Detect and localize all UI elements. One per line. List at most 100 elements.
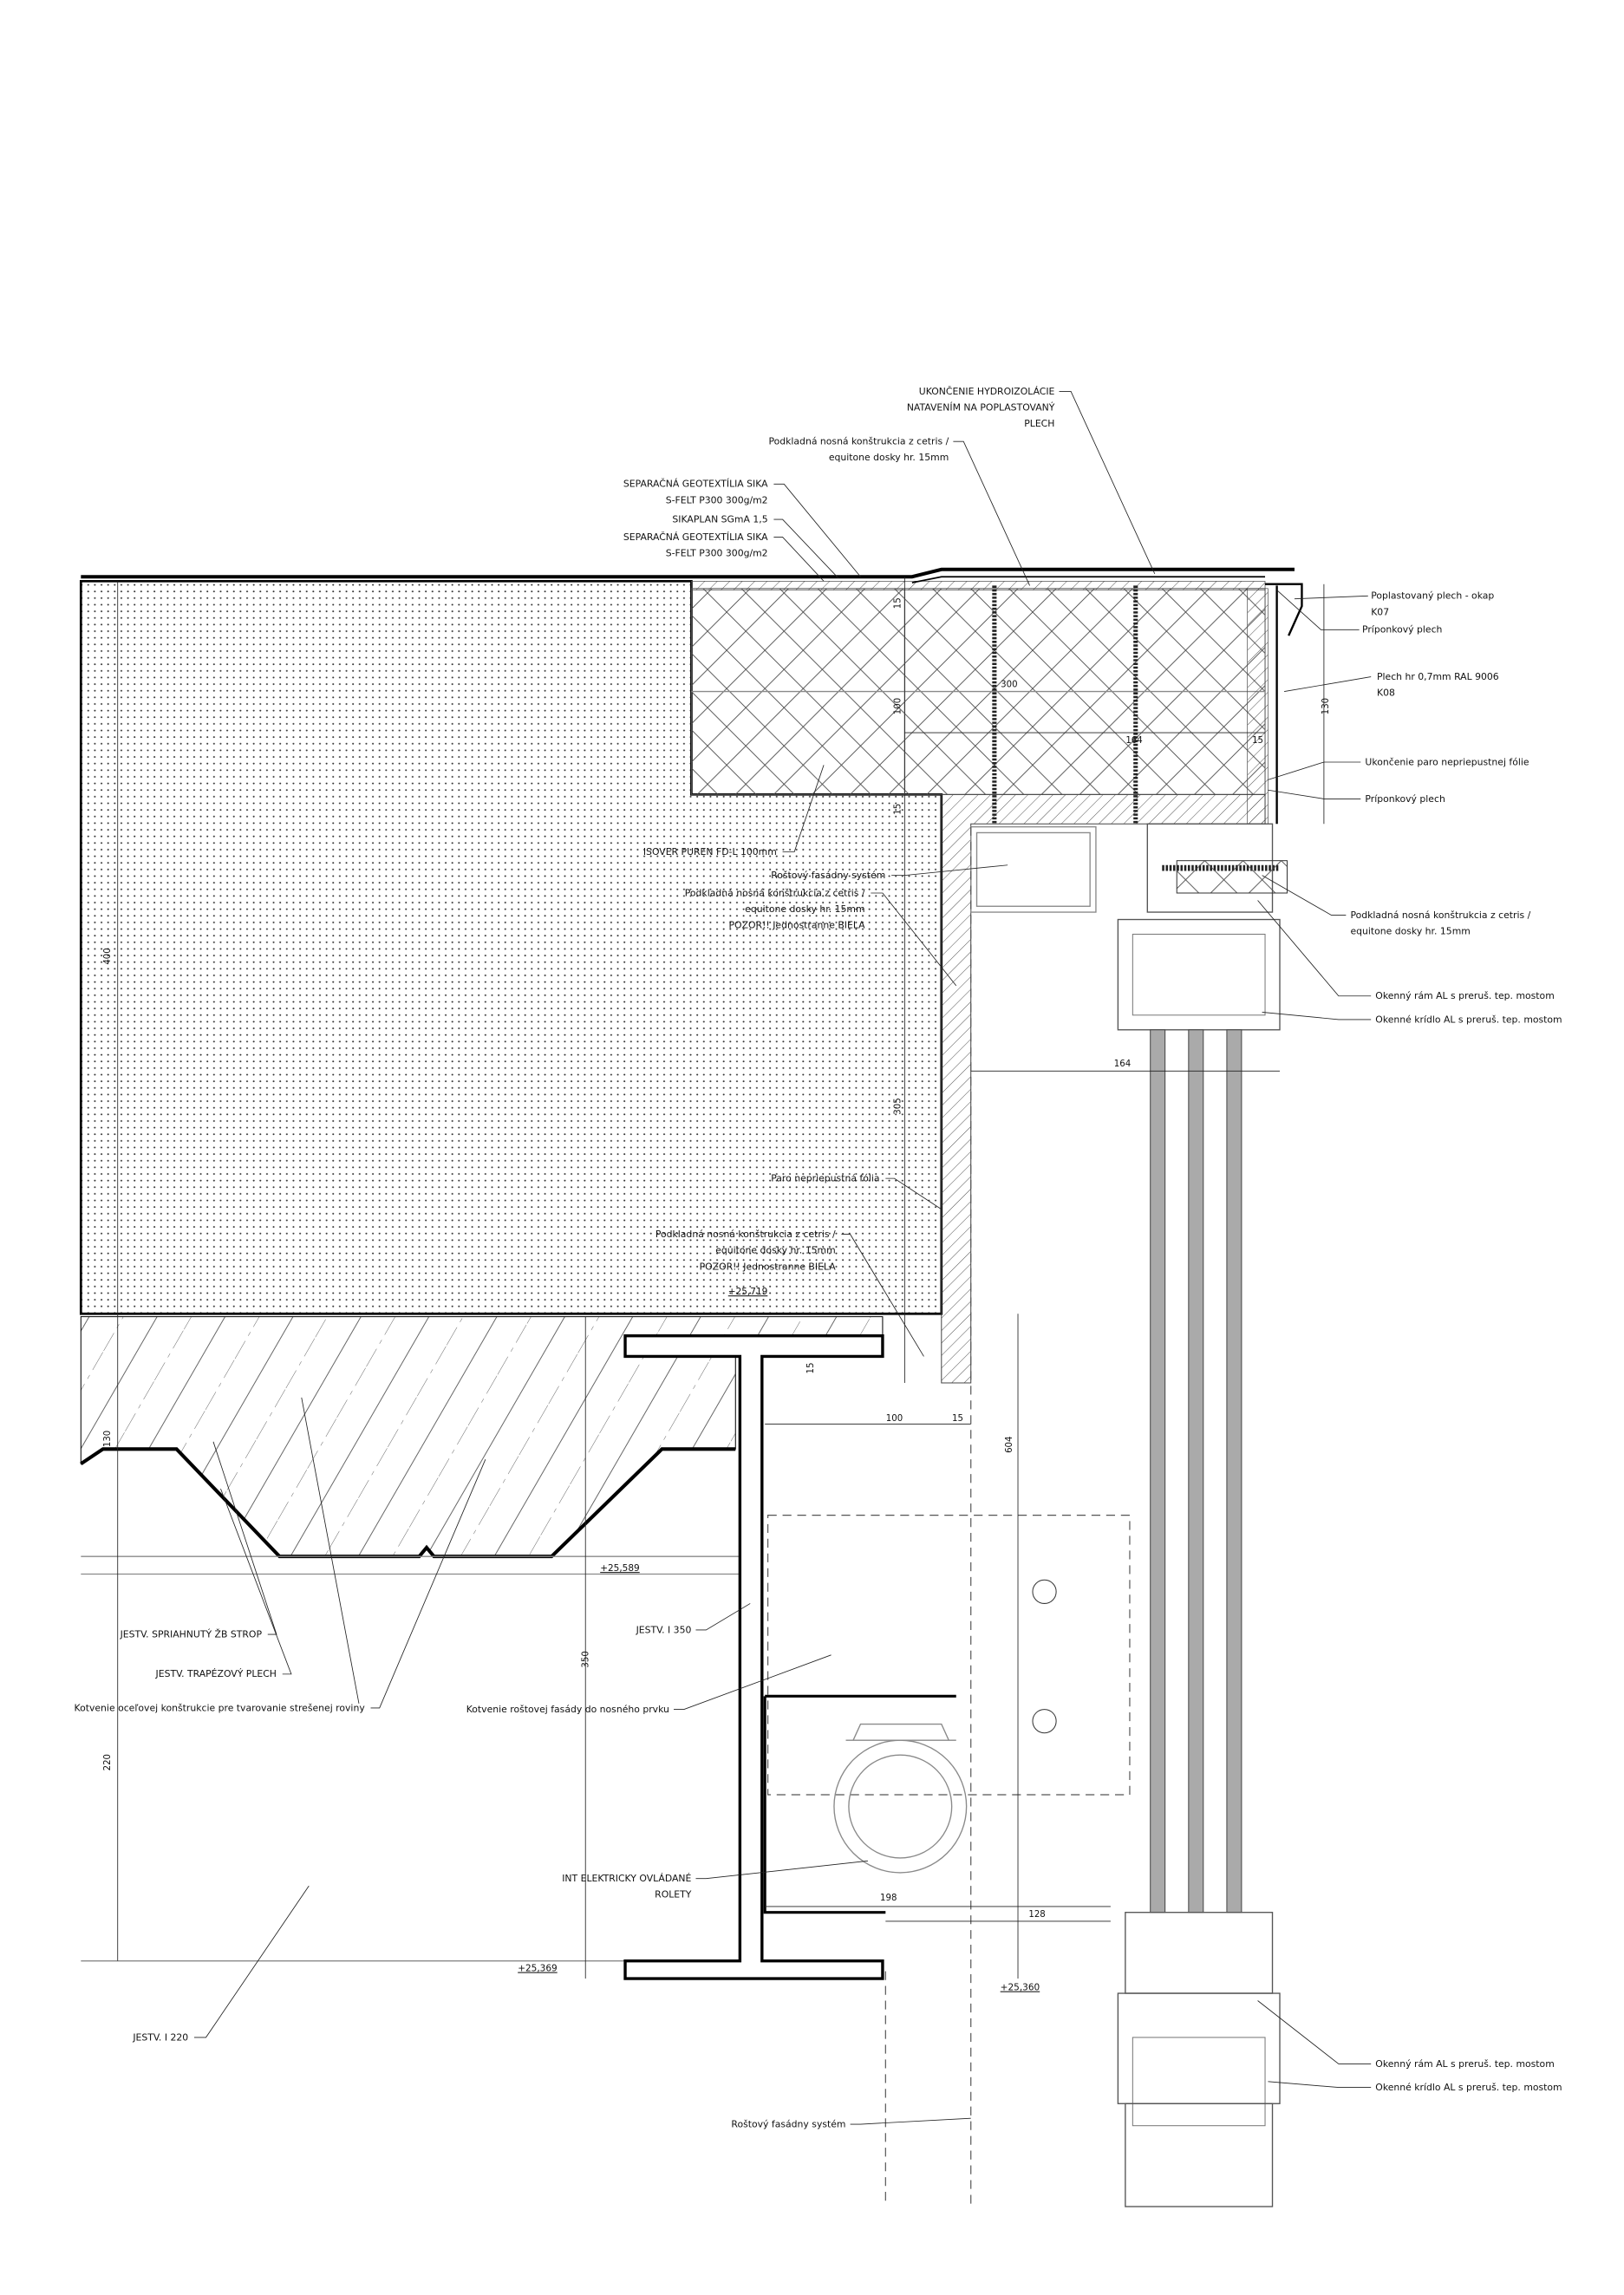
callout-label: ISOVER PUREN FD-L 100mm — [643, 846, 777, 857]
leader-line — [891, 864, 1008, 877]
leader-line — [1284, 676, 1372, 692]
callout-label: Paro nepriepustná fólia — [771, 1173, 879, 1184]
leader-line — [301, 1397, 486, 1709]
callout-line: ISOVER PUREN FD-L 100mm — [643, 846, 777, 857]
callout-line: JESTV. SPRIAHNUTÝ ŽB STROP — [120, 1628, 263, 1640]
dimension-value: 400 — [103, 948, 113, 964]
callout-line: Roštový fasádny systém — [731, 2118, 845, 2129]
callout-line: Podkladná nosná konštrukcia z cetris / — [655, 1229, 836, 1240]
leader-line — [871, 892, 957, 987]
callout-line: Okenné krídlo AL s preruš. tep. mostom — [1375, 1014, 1562, 1025]
window-top-profile — [1117, 823, 1288, 1031]
callout-line: Okenné krídlo AL s preruš. tep. mostom — [1375, 2082, 1562, 2093]
callout-line: Podkladná nosná konštrukcia z cetris / — [768, 436, 949, 447]
callout-label: Podkladná nosná konštrukcia z cetris / eq… — [768, 436, 949, 464]
callout-line: equitone dosky hr. 15mm — [829, 452, 949, 463]
callout-label: Príponkový plech — [1365, 793, 1445, 805]
callout-line: S-FELT P300 300g/m2 — [666, 494, 768, 505]
dimension-value: 15 — [893, 597, 903, 609]
level-mark: +25,360 — [1001, 1983, 1040, 1993]
dimension-value: 15 — [806, 1363, 816, 1374]
callout-label: INT ELEKTRICKY OVLÁDANÉ ROLETY — [562, 1873, 692, 1901]
leader-line — [885, 1177, 942, 1210]
dimension-value: 220 — [103, 1754, 113, 1770]
level-mark: +25,589 — [600, 1563, 640, 1574]
callout-line: SIKAPLAN SGmA 1,5 — [672, 513, 767, 525]
concrete-slab — [80, 1316, 884, 1962]
callout-label: UKONČENIE HYDROIZOLÁCIE NATAVENÍM NA POPL… — [907, 386, 1055, 429]
callout-label: Okenný rám AL s preruš. tep. mostom — [1375, 2058, 1554, 2070]
dimension-value: 15 — [952, 1414, 963, 1424]
window-bottom-profile — [1117, 1912, 1281, 2207]
leader-line — [212, 1441, 277, 1635]
dimension-value: 305 — [893, 1098, 903, 1114]
callout-line: Poplastovaný plech - okap — [1371, 590, 1494, 602]
level-mark: +25,719 — [728, 1287, 768, 1297]
leader-line — [1268, 2081, 1372, 2089]
leader-line — [193, 1885, 310, 2038]
leader-line — [773, 483, 861, 577]
callouts: UKONČENIE HYDROIZOLÁCIE NATAVENÍM NA POPL… — [75, 386, 1562, 2130]
callout-label: Roštový fasádny systém — [731, 2118, 845, 2129]
dimension-value: 130 — [103, 1431, 113, 1447]
dimension-value: 100 — [893, 698, 903, 714]
leader-line — [850, 2117, 971, 2125]
leader-line — [773, 537, 825, 582]
leader-line — [1268, 789, 1361, 799]
roller-shutter-box — [763, 1515, 1131, 1914]
callout-line: PLECH — [1024, 418, 1054, 429]
callout-label: Podkladná nosná konštrukcia z cetris / eq… — [1350, 910, 1530, 937]
callout-line: Okenný rám AL s preruš. tep. mostom — [1375, 990, 1554, 1001]
leader-line — [1262, 1011, 1372, 1020]
roof-insulation — [79, 579, 1266, 1384]
facade-grid-system — [884, 825, 1097, 2207]
callout-label: Kotvenie roštovej fasády do nosného prvk… — [466, 1704, 669, 1715]
callout-line: Plech hr 0,7mm RAL 9006 — [1377, 671, 1499, 682]
dimension-value: 350 — [582, 1651, 591, 1667]
leader-line — [953, 440, 1030, 586]
callout-label: Okenné krídlo AL s preruš. tep. mostom — [1375, 1014, 1562, 1025]
dimension-lines — [117, 577, 1325, 1979]
callout-line: equitone dosky hr. 15mm — [1350, 925, 1470, 936]
leader-line — [841, 1234, 924, 1357]
leader-line — [1276, 590, 1360, 630]
dimension-value: 300 — [1001, 680, 1017, 689]
callout-line: equitone dosky hr. 15mm — [745, 903, 864, 915]
window-glazing — [1150, 1029, 1242, 1914]
callout-line: ROLETY — [655, 1889, 692, 1901]
callout-line: NATAVENÍM NA POPLASTOVANÝ — [907, 402, 1055, 414]
roof-membrane — [81, 567, 1295, 584]
callout-label: SIKAPLAN SGmA 1,5 — [672, 513, 767, 525]
callout-line: JESTV. I 350 — [636, 1624, 692, 1635]
callout-line: Roštový fasádny systém — [771, 870, 885, 881]
callout-line: POZOR!! Jednostranne BIELA — [729, 920, 866, 931]
eave-flashing — [1247, 583, 1303, 825]
leader-line — [782, 765, 825, 852]
callout-line: Kotvenie roštovej fasády do nosného prvk… — [466, 1704, 669, 1715]
callout-label: Podkladná nosná konštrukcia z cetris /eq… — [655, 1229, 836, 1272]
dimension-value: 604 — [1005, 1437, 1014, 1453]
callout-line: K08 — [1377, 688, 1395, 699]
level-mark: +25,369 — [518, 1964, 558, 1974]
callout-label: JESTV. SPRIAHNUTÝ ŽB STROP — [120, 1628, 263, 1640]
callout-line: Paro nepriepustná fólia — [771, 1173, 879, 1184]
dimension-value: 198 — [880, 1894, 897, 1903]
callout-line: INT ELEKTRICKY OVLÁDANÉ — [562, 1873, 691, 1884]
callout-label: Príponkový plech — [1362, 624, 1442, 636]
callout-line: SEPARAČNÁ GEOTEXTÍLIA SIKA — [623, 479, 768, 490]
callout-label: Kotvenie oceľovej konštrukcie pre tvarov… — [75, 1702, 366, 1713]
leader-line — [1294, 595, 1368, 600]
callout-line: Kotvenie oceľovej konštrukcie pre tvarov… — [75, 1702, 366, 1713]
callout-line: Ukončenie paro nepriepustnej fólie — [1365, 756, 1529, 767]
callout-label: Okenné krídlo AL s preruš. tep. mostom — [1375, 2082, 1562, 2093]
leader-line — [695, 1860, 869, 1880]
callout-line: JESTV. TRAPÉZOVÝ PLECH — [155, 1668, 277, 1679]
leader-line — [695, 1603, 751, 1631]
leader-line — [674, 1654, 832, 1711]
callout-line: Podkladná nosná konštrukcia z cetris / — [1350, 910, 1530, 921]
callout-line: S-FELT P300 300g/m2 — [666, 547, 768, 558]
dimension-value: 100 — [886, 1414, 903, 1424]
callout-line: UKONČENIE HYDROIZOLÁCIE — [919, 386, 1055, 397]
